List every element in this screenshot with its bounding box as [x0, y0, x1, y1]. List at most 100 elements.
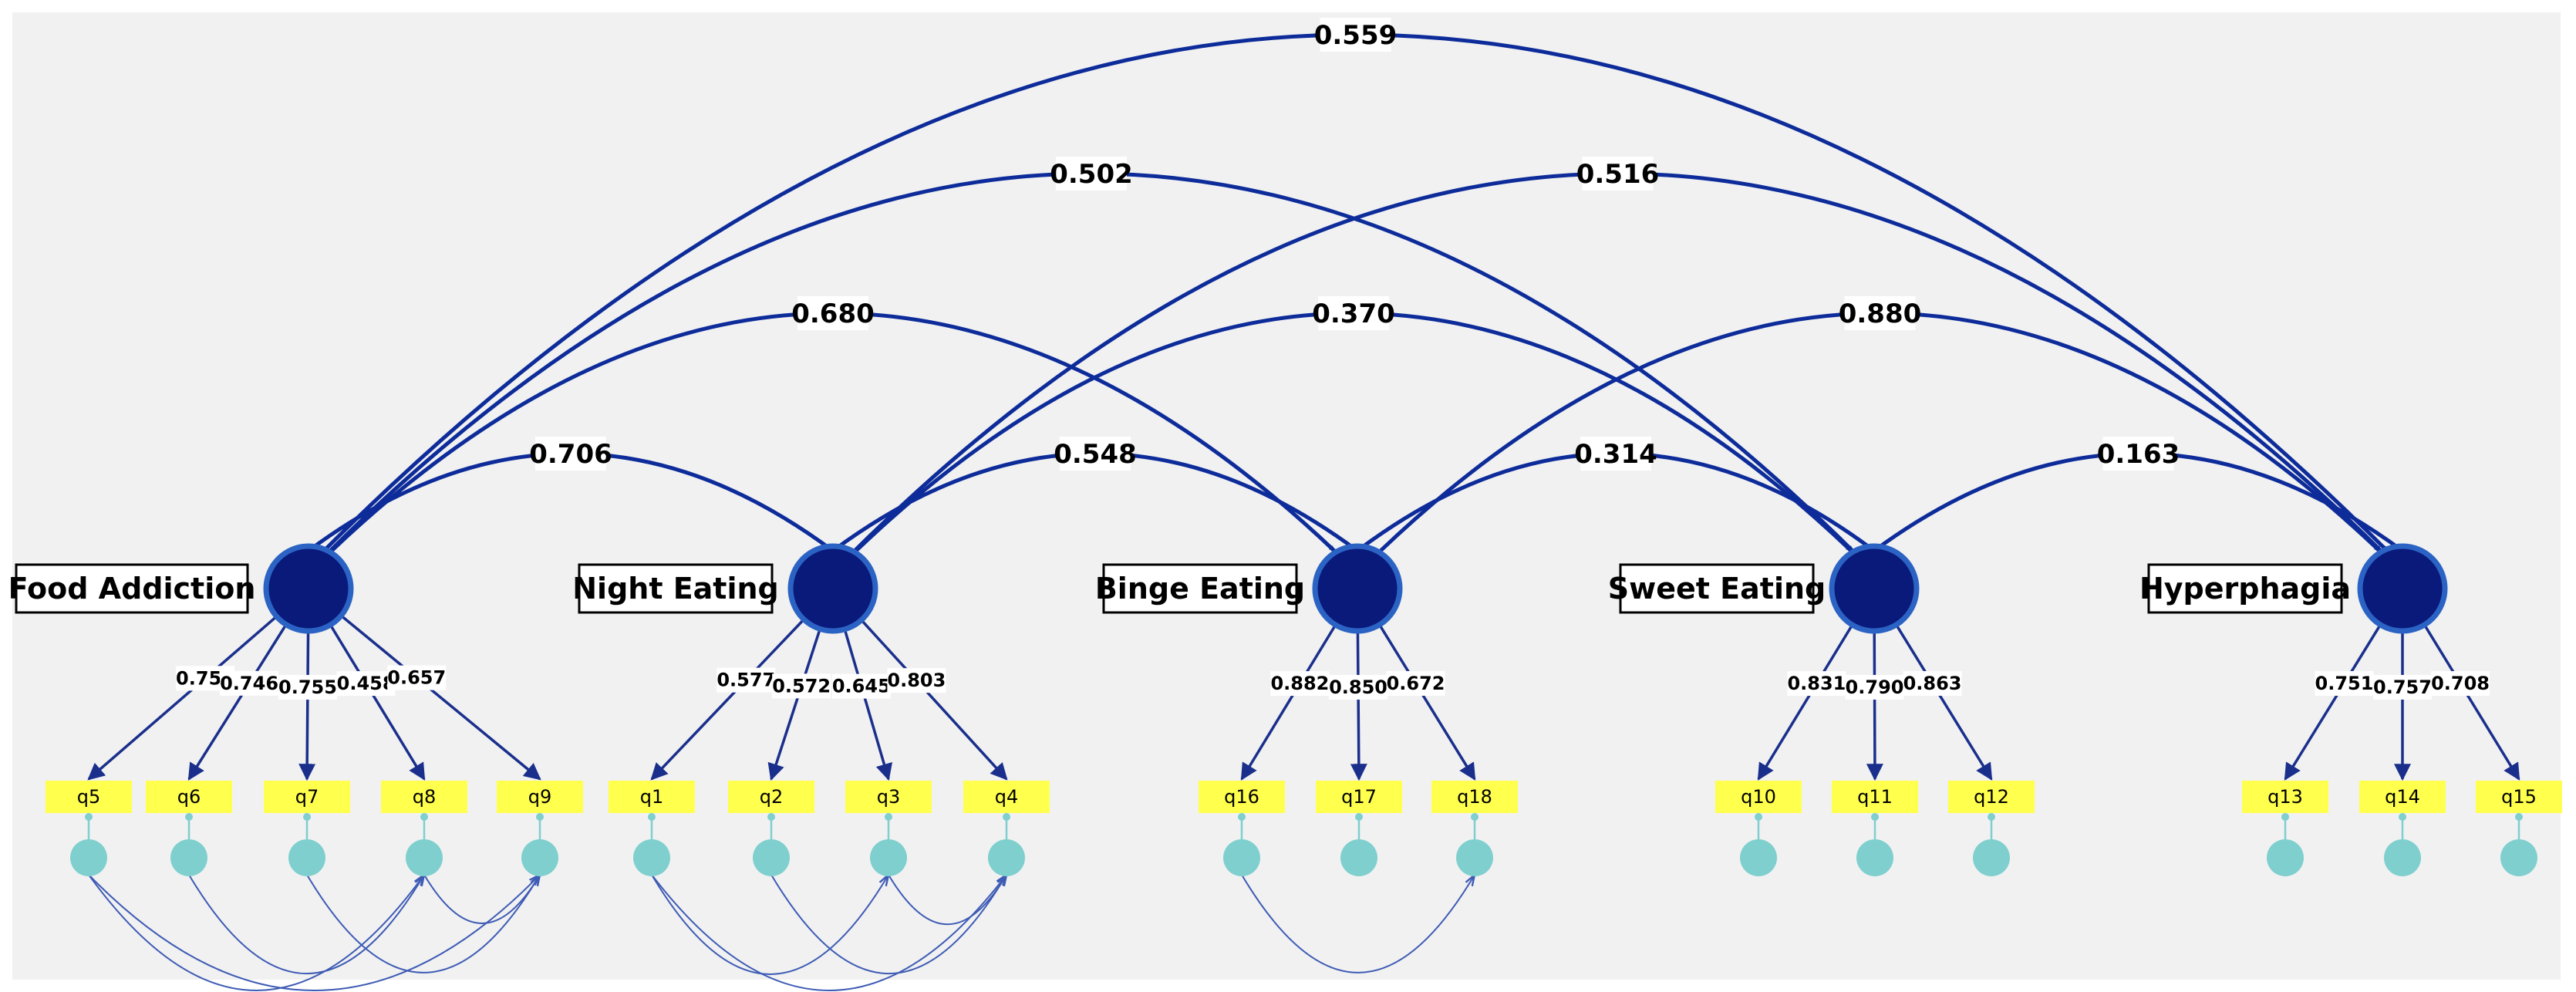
loading-value: 0.863 — [1903, 673, 1962, 694]
item-box — [963, 781, 1050, 813]
error-term-q13 — [2267, 839, 2304, 876]
loading-value: 0.790 — [1846, 677, 1904, 698]
loading-value: 0.850 — [1329, 677, 1387, 698]
factor-label: Night Eating — [572, 572, 779, 606]
error-term-q16 — [1223, 839, 1260, 876]
item-label: q16 — [1224, 786, 1259, 808]
latent-factor-circle — [1312, 543, 1403, 634]
error-covariance-q2-q4 — [771, 875, 1006, 974]
item-label: q17 — [1341, 786, 1377, 808]
loading-label-bg — [2373, 674, 2432, 700]
item-q14: q14 — [2359, 781, 2446, 876]
error-connector-dot — [1871, 813, 1879, 821]
factor-label-box — [1619, 563, 1815, 614]
correlation-F2-F4: 0.370 — [851, 296, 1853, 556]
loading-label-bg — [1903, 670, 1962, 696]
loading-value: 0.803 — [887, 670, 946, 691]
error-term-q4 — [988, 839, 1025, 876]
loading-arrow — [767, 628, 821, 781]
item-label: q8 — [413, 786, 437, 808]
item-box — [1948, 781, 2035, 813]
error-connector-dot — [1003, 813, 1010, 821]
correlation-label-bg — [1320, 18, 1391, 52]
item-box — [728, 781, 814, 813]
error-connector-dot — [2515, 813, 2523, 821]
item-label: q9 — [528, 786, 552, 808]
item-q10: q10 — [1715, 781, 1802, 876]
item-label: q1 — [640, 786, 664, 808]
error-connector-dot — [303, 813, 311, 821]
error-connector-dot — [2281, 813, 2289, 821]
item-label: q12 — [1974, 786, 2009, 808]
loading-value: 0.755 — [278, 677, 337, 698]
loading-value: 0.572 — [772, 675, 831, 697]
loading-label-bg — [1845, 674, 1904, 700]
error-connector-dot — [420, 813, 428, 821]
item-box — [2359, 781, 2446, 813]
latent-factor-circle — [1829, 543, 1920, 634]
item-q16: q16 — [1199, 781, 1285, 876]
item-box — [264, 781, 350, 813]
error-term-q14 — [2384, 839, 2421, 876]
error-terms — [89, 875, 1475, 991]
loading-F2-q3: 0.645 — [831, 629, 893, 781]
item-label: q11 — [1857, 786, 1893, 808]
factor-label-box — [1102, 563, 1298, 614]
loading-label-bg — [2431, 671, 2490, 697]
item-q18: q18 — [1431, 781, 1518, 876]
correlation-value: 0.370 — [1312, 299, 1395, 329]
item-label: q2 — [760, 786, 784, 808]
item-q7: q7 — [264, 781, 350, 876]
item-label: q7 — [295, 786, 319, 808]
loading-F3-q18: 0.672 — [1378, 624, 1476, 781]
correlation-value: 0.706 — [529, 439, 612, 470]
error-term-q12 — [1973, 839, 2010, 876]
correlation-F3-F5: 0.880 — [1375, 296, 2381, 556]
item-q4: q4 — [963, 781, 1050, 876]
error-covariance-q3-q4 — [888, 875, 1006, 926]
item-box — [1715, 781, 1802, 813]
loading-F1-q8: 0.458 — [329, 624, 426, 781]
error-covariance-q7-q9 — [307, 875, 540, 973]
item-q1: q1 — [609, 781, 695, 876]
correlation-value: 0.314 — [1574, 439, 1657, 470]
error-term-q5 — [70, 839, 107, 876]
loading-label-bg — [278, 674, 337, 700]
error-term-q17 — [1340, 839, 1377, 876]
item-box — [46, 781, 132, 813]
loading-arrow — [2284, 624, 2382, 781]
loading-label-bg — [1787, 671, 1846, 697]
item-label: q4 — [995, 786, 1019, 808]
item-label: q18 — [1457, 786, 1492, 808]
loading-value: 0.577 — [716, 670, 775, 691]
correlation-label-bg — [1056, 157, 1127, 191]
correlation-label-bg — [1582, 157, 1654, 191]
correlation-value: 0.680 — [791, 299, 875, 329]
loading-label-bg — [887, 668, 946, 693]
loading-F2-q4: 0.803 — [860, 619, 1008, 781]
error-connector-dot — [1355, 813, 1363, 821]
error-connector-dot — [536, 813, 544, 821]
item-label: q13 — [2267, 786, 2303, 808]
item-q2: q2 — [728, 781, 814, 876]
loading-arrow — [1350, 630, 1367, 781]
latent-factor-circle — [263, 543, 354, 634]
loading-label-bg — [716, 667, 776, 693]
error-term-q10 — [1740, 839, 1777, 876]
item-box — [1199, 781, 1285, 813]
error-term-q2 — [753, 839, 790, 876]
item-box — [1431, 781, 1518, 813]
correlation-value: 0.880 — [1839, 299, 1922, 329]
item-label: q10 — [1741, 786, 1776, 808]
error-term-q6 — [170, 839, 207, 876]
loading-arrow — [340, 614, 541, 781]
loading-label-bg — [2315, 670, 2374, 696]
loading-label-bg — [387, 665, 447, 690]
loading-arrow — [298, 630, 316, 781]
factor-label: Sweet Eating — [1608, 572, 1826, 606]
item-q3: q3 — [845, 781, 932, 876]
factor-label-box — [2147, 563, 2343, 614]
item-box — [2476, 781, 2562, 813]
error-connector-dot — [1471, 813, 1479, 821]
